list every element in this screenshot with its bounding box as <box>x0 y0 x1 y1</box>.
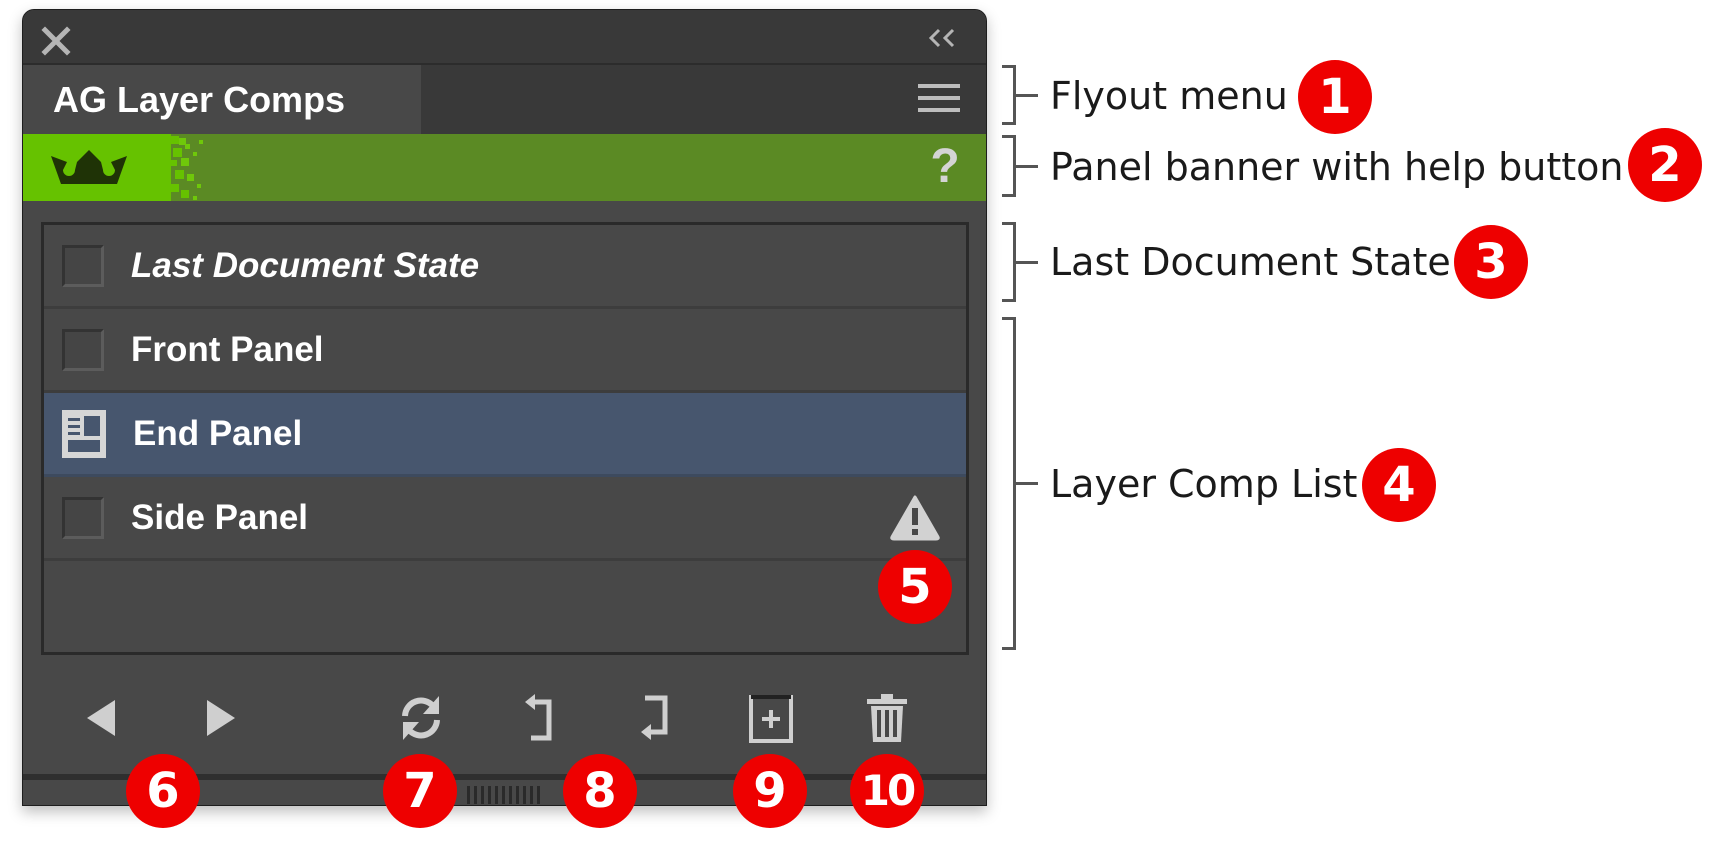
close-button[interactable] <box>41 26 71 56</box>
annotation-badge-10: 10 <box>850 754 924 828</box>
annotation-bracket-3 <box>1002 222 1016 302</box>
ag-layer-comps-panel: AG Layer Comps ? Last Document Sta <box>22 9 987 806</box>
flyout-menu-button[interactable] <box>918 84 960 114</box>
hamburger-line <box>918 108 960 112</box>
annotation-label-layer-comp-list: Layer Comp List <box>1050 462 1358 506</box>
annotation-label-flyout-menu: Flyout menu <box>1050 74 1288 118</box>
previous-comp-button[interactable] <box>77 690 129 746</box>
update-up-icon <box>525 694 552 741</box>
layer-comp-label: End Panel <box>133 413 303 453</box>
panel-tab-row: AG Layer Comps <box>23 65 986 134</box>
annotation-badge-8: 8 <box>563 754 637 828</box>
collapse-panel-button[interactable] <box>926 26 958 50</box>
banner-pixel-transition <box>163 134 203 201</box>
annotation-badge-1: 1 <box>1298 60 1372 134</box>
crown-icon <box>51 150 127 184</box>
annotation-badge-2: 2 <box>1628 128 1702 202</box>
next-comp-button[interactable] <box>193 690 245 746</box>
panel-banner: ? <box>23 134 986 201</box>
layer-comp-row-side-panel[interactable]: Side Panel <box>44 477 966 561</box>
comp-checkbox[interactable] <box>62 496 104 539</box>
layer-comp-label: Side Panel <box>131 497 309 537</box>
annotation-label-last-document-state: Last Document State <box>1050 240 1451 284</box>
refresh-icon <box>402 696 440 740</box>
refresh-button[interactable] <box>395 690 447 746</box>
resize-grip-handle[interactable] <box>467 786 543 804</box>
panel-toolbar <box>23 670 986 774</box>
annotation-badge-7: 7 <box>383 754 457 828</box>
hamburger-menu-icon <box>918 84 960 88</box>
annotation-tick-4 <box>1016 482 1038 485</box>
layer-comp-label: Front Panel <box>131 329 324 369</box>
close-icon <box>41 26 71 56</box>
help-button[interactable]: ? <box>930 140 960 193</box>
annotation-badge-9: 9 <box>733 754 807 828</box>
delete-layer-comp-button[interactable] <box>861 690 913 746</box>
annotation-bracket-1 <box>1002 65 1016 125</box>
annotation-tick-2 <box>1016 165 1038 168</box>
annotation-tick-1 <box>1016 94 1038 97</box>
banner-logo-area <box>23 134 163 201</box>
layer-comp-row-last-document-state[interactable]: Last Document State <box>44 225 966 309</box>
tab-ag-layer-comps[interactable]: AG Layer Comps <box>23 65 421 134</box>
annotation-badge-4: 4 <box>1362 448 1436 522</box>
annotation-badge-5: 5 <box>878 550 952 624</box>
update-comp-down-button[interactable] <box>629 690 681 746</box>
annotation-bracket-2 <box>1002 135 1016 197</box>
warning-icon[interactable] <box>890 495 940 541</box>
trash-icon <box>867 694 907 742</box>
layer-comp-row-end-panel[interactable]: End Panel <box>44 393 966 477</box>
triangle-left-icon <box>87 700 115 736</box>
layer-comp-list: Last Document State Front Panel End Pane… <box>41 222 969 655</box>
annotation-label-panel-banner: Panel banner with help button <box>1050 145 1624 189</box>
new-comp-icon <box>749 695 793 743</box>
triangle-right-icon <box>207 700 235 736</box>
layer-comp-icon[interactable] <box>62 409 106 458</box>
annotation-bracket-4 <box>1002 317 1016 650</box>
new-layer-comp-button[interactable] <box>745 690 797 746</box>
comp-checkbox[interactable] <box>62 244 104 287</box>
annotation-tick-3 <box>1016 261 1038 264</box>
panel-titlebar <box>23 10 986 65</box>
double-chevron-left-icon <box>928 28 955 48</box>
layer-comp-label: Last Document State <box>131 245 480 285</box>
annotation-badge-6: 6 <box>126 754 200 828</box>
layer-comp-row-front-panel[interactable]: Front Panel <box>44 309 966 393</box>
annotation-badge-3: 3 <box>1454 225 1528 299</box>
update-down-icon <box>641 695 668 740</box>
hamburger-line <box>918 96 960 100</box>
comp-checkbox[interactable] <box>62 328 104 371</box>
update-comp-up-button[interactable] <box>515 690 567 746</box>
